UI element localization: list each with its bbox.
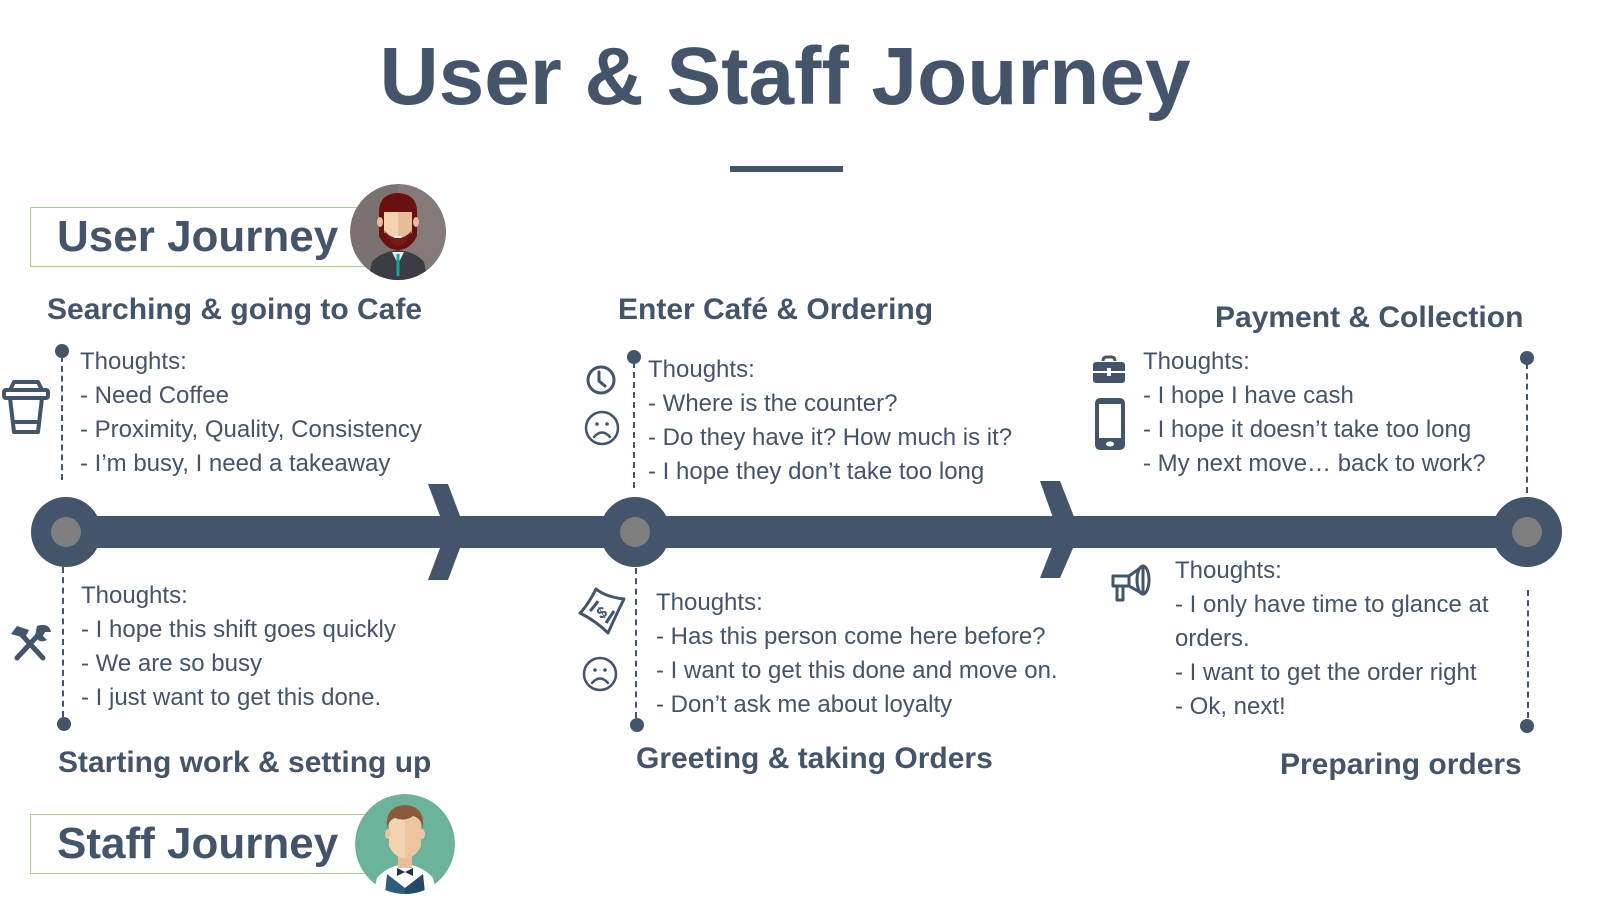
connector-dot <box>627 350 641 364</box>
thought-item: - I only have time to glance at <box>1175 591 1489 618</box>
connector-dashed-line <box>1527 590 1529 718</box>
staff-journey-label-box: Staff Journey <box>30 814 372 874</box>
timeline-bar <box>80 516 1530 548</box>
thought-item: - I hope they don’t take too long <box>648 458 985 485</box>
user-journey-label-box: User Journey <box>30 207 372 267</box>
sad-face-icon <box>582 656 618 692</box>
timeline-node-3 <box>1492 497 1562 567</box>
thoughts-heading: Thoughts: <box>80 348 187 375</box>
connector-dashed-line <box>635 568 637 718</box>
thought-item: - Where is the counter? <box>648 390 898 417</box>
staff-stage-1-thoughts: Thoughts: - I hope this shift goes quick… <box>81 579 396 715</box>
connector-dot <box>630 718 644 732</box>
thought-item: - Ok, next! <box>1175 693 1286 720</box>
timeline-node-1 <box>31 497 101 567</box>
connector-dot <box>1520 351 1534 365</box>
user-journey-label: User Journey <box>57 212 339 261</box>
page-title: User & Staff Journey <box>379 31 1191 122</box>
hammer-wrench-icon <box>7 622 53 664</box>
user-stage-1-thoughts: Thoughts: - Need Coffee - Proximity, Qua… <box>80 345 422 481</box>
thought-item: - Has this person come here before? <box>656 623 1046 650</box>
user-stage-1-title: Searching & going to Cafe <box>47 293 423 326</box>
thought-item: - My next move… back to work? <box>1143 450 1486 477</box>
staff-journey-label: Staff Journey <box>57 819 339 868</box>
clock-icon <box>585 364 617 396</box>
megaphone-icon <box>1109 562 1153 604</box>
thoughts-heading: Thoughts: <box>656 589 763 616</box>
thought-item: - Need Coffee <box>80 382 229 409</box>
timeline-arrow-2 <box>1040 481 1080 578</box>
thought-item: - I hope this shift goes quickly <box>81 616 396 643</box>
user-stage-3-title: Payment & Collection <box>1215 301 1524 334</box>
thoughts-heading: Thoughts: <box>81 582 188 609</box>
title-divider <box>730 166 843 172</box>
journey-timeline <box>31 481 1562 580</box>
thought-item: - Don’t ask me about loyalty <box>656 691 953 718</box>
thought-item: orders. <box>1175 625 1250 652</box>
coffee-cup-icon <box>2 378 50 436</box>
staff-stage-2-title: Greeting & taking Orders <box>636 742 993 775</box>
thought-item: - I want to get the order right <box>1175 659 1477 686</box>
connector-dashed-line <box>62 567 64 717</box>
connector-dashed-line <box>633 362 635 488</box>
thought-item: - Do they have it? How much is it? <box>648 424 1013 451</box>
staff-stage-2-thoughts: Thoughts: - Has this person come here be… <box>656 586 1058 722</box>
thought-item: - I hope I have cash <box>1143 382 1354 409</box>
staff-stage-1-title: Starting work & setting up <box>58 746 432 779</box>
connector-dashed-line <box>61 356 63 480</box>
user-stage-3-thoughts: Thoughts: - I hope I have cash - I hope … <box>1143 345 1486 481</box>
thought-item: - I’m busy, I need a takeaway <box>80 450 391 477</box>
thought-item: - I just want to get this done. <box>81 684 382 711</box>
staff-stage-3-thoughts: Thoughts: - I only have time to glance a… <box>1175 554 1489 724</box>
thought-item: - I want to get this done and move on. <box>656 657 1058 684</box>
timeline-arrow-1 <box>428 484 466 580</box>
smartphone-icon <box>1094 397 1126 451</box>
thought-item: - I hope it doesn’t take too long <box>1143 416 1472 443</box>
connector-dot <box>57 717 71 731</box>
money-bill-icon: $ <box>576 585 628 637</box>
thoughts-heading: Thoughts: <box>1175 557 1282 584</box>
sad-face-icon <box>584 410 620 446</box>
briefcase-icon <box>1092 355 1126 385</box>
waiter-avatar-icon <box>355 794 455 894</box>
thoughts-heading: Thoughts: <box>648 356 755 383</box>
user-stage-2-title: Enter Café & Ordering <box>618 293 934 326</box>
staff-stage-3-title: Preparing orders <box>1280 748 1522 781</box>
bearded-man-avatar-icon <box>350 184 446 280</box>
user-stage-2-thoughts: Thoughts: - Where is the counter? - Do t… <box>648 353 1012 489</box>
connector-dot <box>1520 719 1534 733</box>
timeline-node-2 <box>600 497 670 567</box>
connector-dot <box>55 344 69 358</box>
thoughts-heading: Thoughts: <box>1143 348 1250 375</box>
thought-item: - We are so busy <box>81 650 262 677</box>
connector-dashed-line <box>1526 363 1528 493</box>
thought-item: - Proximity, Quality, Consistency <box>80 416 422 443</box>
